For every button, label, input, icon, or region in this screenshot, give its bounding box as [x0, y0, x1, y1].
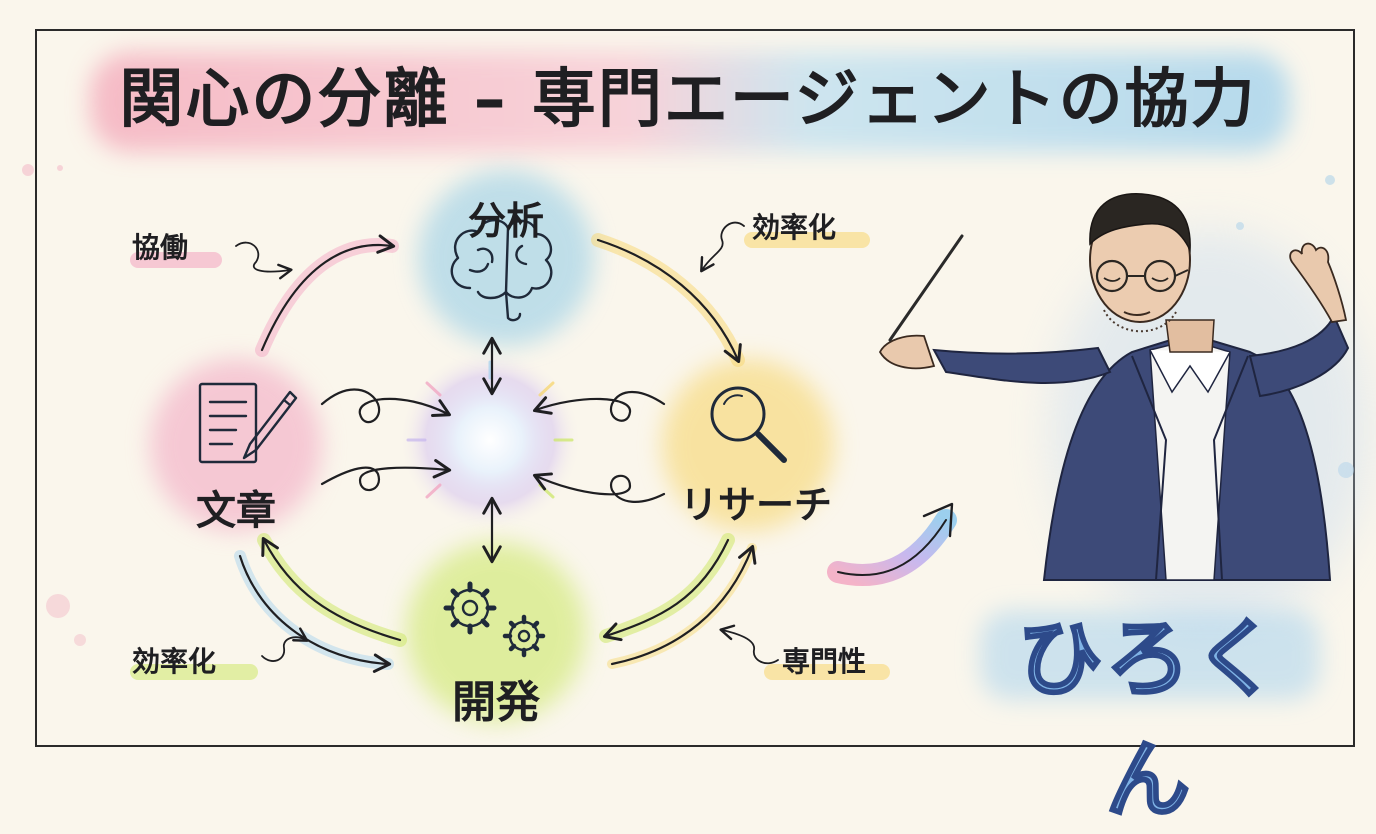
gears-icon [443, 581, 546, 658]
tag-collaboration: 協働 [132, 231, 189, 264]
person-name: ひろくん [1016, 609, 1282, 831]
rainbow-arrow-outline [837, 519, 947, 576]
tag-pointers [235, 221, 779, 665]
tag-expertise: 専門性 [782, 645, 867, 678]
diagram-canvas [22, 29, 1370, 747]
node-label-analysis: 分析 [467, 199, 544, 243]
conductor-illustration [878, 193, 1370, 630]
magnifier-icon [710, 386, 787, 463]
node-label-research: リサーチ [679, 483, 832, 527]
tag-highlights [130, 232, 890, 680]
rainbow-arrow-head [922, 502, 954, 538]
tag-efficiency-bottom: 効率化 [132, 645, 217, 678]
brain-icon [450, 219, 553, 322]
document-pen-icon [198, 382, 298, 464]
tag-efficiency-top: 効率化 [752, 211, 837, 244]
research-node-wash [662, 359, 834, 531]
title-wash [90, 52, 1290, 152]
name-wash [980, 610, 1320, 700]
writing-node-wash [150, 359, 322, 531]
center-arrows [320, 336, 666, 564]
node-label-development: 開発 [452, 677, 540, 728]
rainbow-arrow [827, 509, 957, 586]
page-title: 関心の分離 – 専門エージェントの協力 [119, 63, 1257, 137]
node-label-writing: 文章 [196, 488, 276, 534]
development-node-wash [406, 542, 586, 722]
